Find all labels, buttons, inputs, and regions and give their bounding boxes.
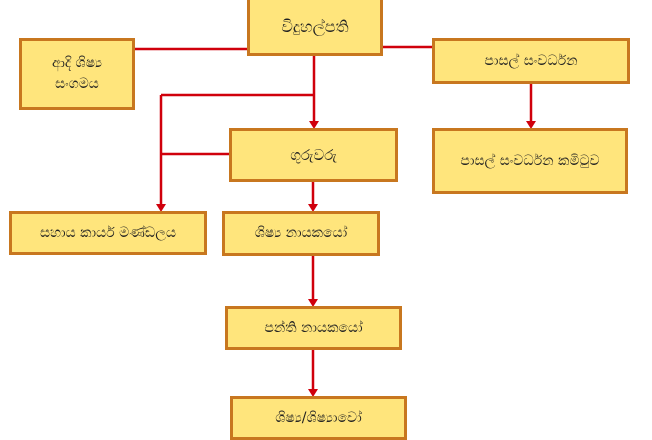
arrowhead [308,204,318,212]
node-school-development: පාසල් සංවර්ධන [432,38,630,84]
node-student-leaders: ශිෂ්‍ය නායකයෝ [222,211,380,256]
node-principal: විදුහල්පති [247,0,383,56]
arrowhead [156,204,166,212]
arrowhead [526,121,536,129]
node-teachers: ගුරුවරු [229,128,398,182]
node-school-development-committee: පාසල් සංවර්ධන කමිටුව [432,128,628,194]
arrowhead [308,389,318,397]
arrowhead [308,299,318,307]
node-students: ශිෂ්‍ය/ශිෂ්‍යාවෝ [230,396,407,440]
arrowhead [309,121,319,129]
node-past-pupils: ආදි ශිෂ්‍ය සංගමය [19,38,135,110]
node-support-staff: සහාය කාර්ය මණ්ඩලය [9,211,207,255]
node-class-leaders: පන්ති නායකයෝ [225,306,402,350]
